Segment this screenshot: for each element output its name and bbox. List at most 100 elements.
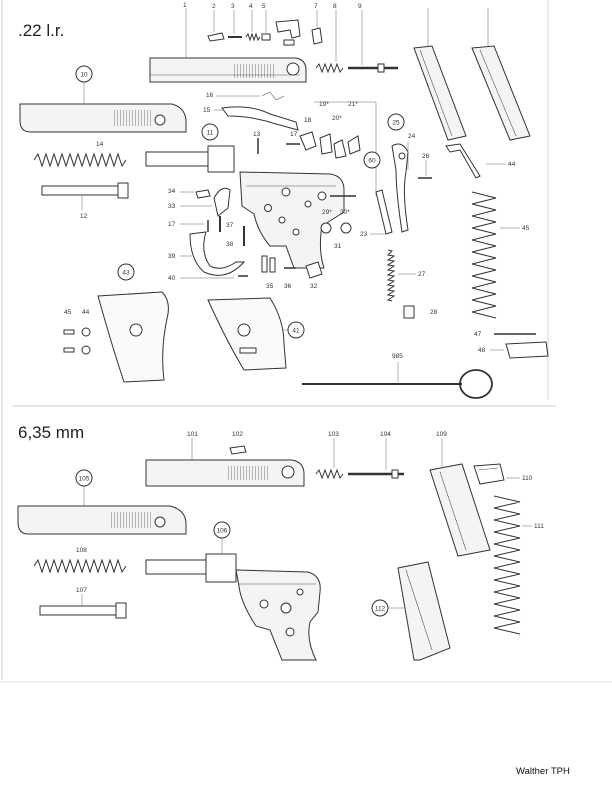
label-38: 38 bbox=[226, 241, 234, 248]
part-trigger-39: 39 bbox=[168, 231, 246, 276]
label-108: 108 bbox=[76, 547, 87, 554]
part-guide-rod-107: 107 bbox=[39, 587, 127, 619]
part-pin-17a: 17 bbox=[286, 131, 300, 145]
part-recoil-spring-108: 108 bbox=[33, 547, 127, 574]
part-pin-3: 3 bbox=[228, 3, 242, 38]
part-spring-8: 8 bbox=[315, 3, 344, 74]
label-33: 33 bbox=[168, 203, 176, 210]
label-12: 12 bbox=[80, 213, 88, 220]
part-grip-left-43: 43 bbox=[97, 263, 169, 383]
part-spring-103: 103 bbox=[315, 431, 344, 480]
part-hammer-33: 33 bbox=[168, 187, 231, 217]
part-pin-40: 40 bbox=[168, 275, 248, 282]
part-firing-pin-block-7: 7 bbox=[311, 3, 323, 45]
part-pin-38: 38 bbox=[226, 226, 245, 248]
part-pin-26: 26 bbox=[418, 153, 432, 179]
part-cleaning-rod-985: 985 bbox=[302, 353, 493, 399]
label-40: 40 bbox=[168, 275, 176, 282]
part-screws-31: 31 bbox=[320, 222, 352, 250]
part-firing-pin-104: 104 bbox=[348, 431, 404, 479]
label-9: 9 bbox=[358, 3, 362, 10]
part-magazine-b bbox=[471, 8, 531, 141]
part-frame-106: 106 bbox=[145, 521, 321, 661]
label-2: 2 bbox=[212, 3, 216, 10]
label-8: 8 bbox=[333, 3, 337, 10]
label-21: 21* bbox=[348, 101, 358, 108]
label-35: 35 bbox=[266, 283, 274, 290]
part-catch-32: 32 bbox=[305, 261, 323, 290]
footer-model-name: Walther TPH bbox=[516, 766, 570, 777]
label-50: 48 bbox=[478, 347, 486, 354]
part-firing-pin-9: 9 bbox=[348, 3, 398, 73]
label-102: 102 bbox=[232, 431, 243, 438]
part-safety-25: 25 bbox=[387, 113, 409, 233]
part-magazine-112: 112 bbox=[371, 561, 451, 661]
label-26: 26 bbox=[422, 153, 430, 160]
part-guide-rod-12: 12 bbox=[41, 182, 129, 220]
label-13: 13 bbox=[253, 131, 261, 138]
label-106: 106 bbox=[217, 528, 228, 535]
label-29: 29* bbox=[322, 209, 332, 216]
label-18: 18 bbox=[304, 117, 312, 124]
part-follower-47: 44 bbox=[445, 143, 516, 179]
callout-circle bbox=[117, 263, 135, 281]
part-frame-22lr bbox=[239, 171, 345, 269]
label-44: 44 bbox=[82, 309, 90, 316]
part-cover-10: 10 bbox=[19, 65, 187, 133]
callout-circle bbox=[387, 113, 405, 131]
label-37: 37 bbox=[226, 222, 234, 229]
part-rear-sight bbox=[275, 19, 301, 46]
part-plunger-5: 5 bbox=[261, 3, 271, 41]
label-43: 43 bbox=[122, 270, 130, 277]
label-28: 28 bbox=[430, 309, 438, 316]
label-7: 7 bbox=[314, 3, 318, 10]
part-screws-44-45: 45 44 bbox=[63, 309, 91, 355]
label-15: 15 bbox=[203, 107, 211, 114]
label-45: 45 bbox=[64, 309, 72, 316]
part-spring-27: 27 bbox=[386, 249, 426, 302]
caliber-heading-22lr: .22 l.r. bbox=[18, 21, 64, 40]
part-slide-1: 1 bbox=[149, 2, 307, 83]
part-spring-37: 37 bbox=[219, 216, 234, 232]
label-19: 19* bbox=[319, 101, 329, 108]
part-pin-36: 36 bbox=[284, 267, 296, 290]
part-pins-35: 35 bbox=[261, 255, 276, 290]
label-985: 985 bbox=[392, 353, 403, 360]
part-recoil-spring-14: 14 bbox=[33, 141, 127, 168]
part-pin-24: 24 bbox=[407, 133, 416, 170]
label-10: 10 bbox=[80, 72, 88, 79]
label-25: 25 bbox=[392, 120, 400, 127]
label-111: 111 bbox=[534, 523, 544, 530]
label-30: 30* bbox=[340, 209, 350, 216]
label-48: 45 bbox=[522, 225, 530, 232]
label-27: 27 bbox=[418, 271, 426, 278]
label-103: 103 bbox=[328, 431, 339, 438]
part-pin-13: 13 bbox=[253, 131, 261, 154]
callout-circle bbox=[201, 123, 219, 141]
part-cover-105: 105 bbox=[17, 469, 187, 535]
label-17: 17 bbox=[290, 131, 298, 138]
label-107: 107 bbox=[76, 587, 87, 594]
part-trigger-bar-15: 15 bbox=[203, 106, 299, 131]
part-slide-101: 101 bbox=[145, 431, 305, 487]
label-109: 109 bbox=[436, 431, 447, 438]
label-32: 32 bbox=[310, 283, 318, 290]
label-23: 23 bbox=[360, 231, 368, 238]
part-grip-right-41: 41 bbox=[207, 297, 305, 371]
label-105: 105 bbox=[79, 476, 90, 483]
part-magazine-spring-111: 111 bbox=[493, 495, 544, 635]
part-floorplate-50: 48 bbox=[478, 341, 549, 359]
part-ejector-23: 23 bbox=[360, 189, 393, 238]
label-31: 31 bbox=[334, 243, 342, 250]
part-spring-16: 16 bbox=[206, 91, 285, 101]
part-pin-49: 47 bbox=[474, 331, 536, 338]
label-11: 11 bbox=[207, 130, 214, 137]
label-39: 39 bbox=[168, 253, 176, 260]
part-plunger-28: 28 bbox=[403, 305, 438, 319]
part-group-29-30: 29* 30* bbox=[317, 191, 356, 216]
part-lever-60: 60 bbox=[363, 151, 381, 169]
label-36: 36 bbox=[284, 283, 292, 290]
label-60: 60 bbox=[368, 158, 376, 165]
label-34: 34 bbox=[168, 188, 176, 195]
